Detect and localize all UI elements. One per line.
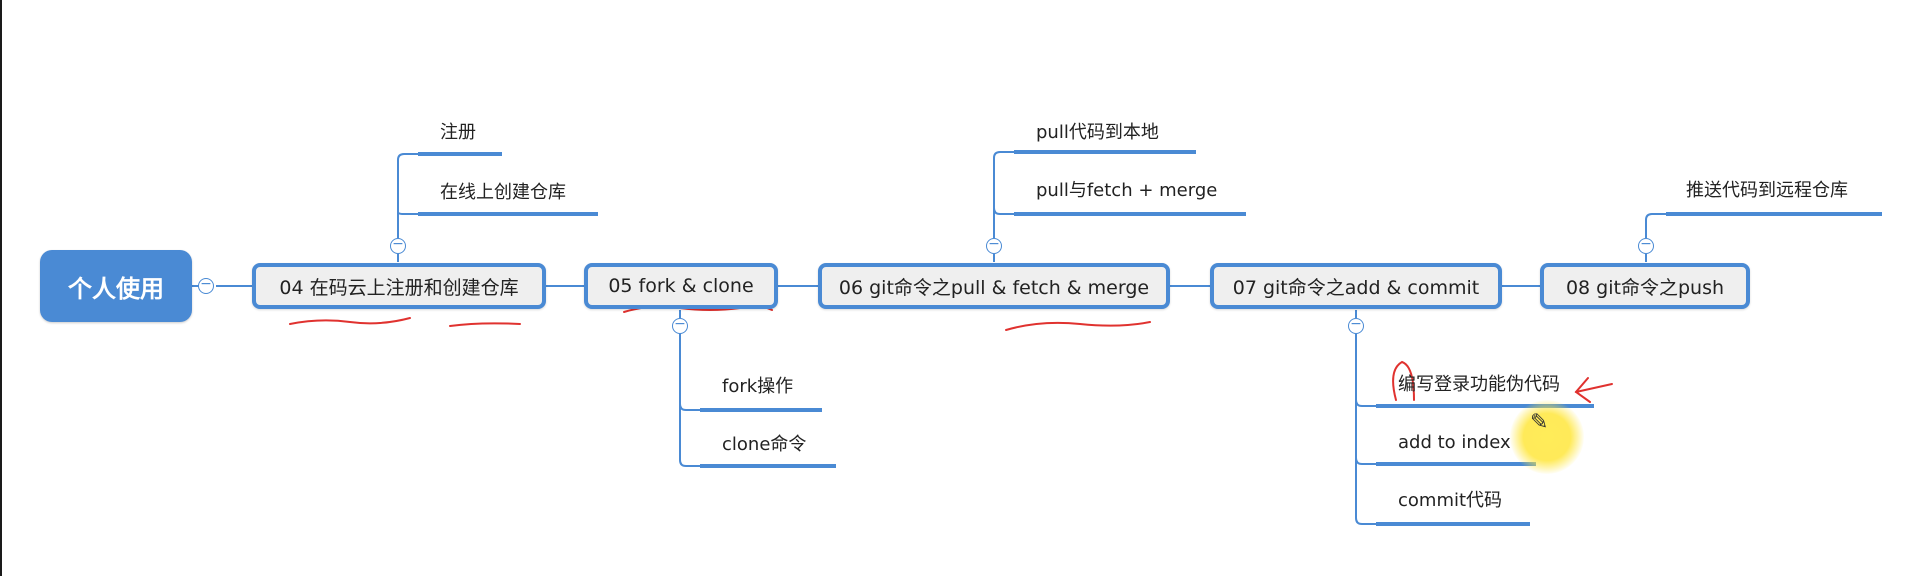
- topic-07-add-commit[interactable]: 07 git命令之add & commit: [1210, 263, 1502, 309]
- leaf-commit-code[interactable]: commit代码: [1398, 490, 1503, 511]
- topic-04-register-create-repo[interactable]: 04 在码云上注册和创建仓库: [252, 263, 546, 309]
- window-edge: [0, 0, 2, 576]
- topic-04-collapse-toggle[interactable]: −: [390, 237, 406, 254]
- topic-06-pull-fetch-merge[interactable]: 06 git命令之pull & fetch & merge: [818, 263, 1170, 309]
- leaf-create-repo-online[interactable]: 在线上创建仓库: [440, 182, 566, 203]
- cursor-highlight: [1510, 400, 1584, 474]
- topic-06-collapse-toggle[interactable]: −: [986, 237, 1002, 254]
- topic-05-fork-clone[interactable]: 05 fork & clone: [584, 263, 778, 309]
- leaf-fork-operation[interactable]: fork操作: [722, 376, 794, 397]
- leaf-pull-to-local[interactable]: pull代码到本地: [1036, 122, 1159, 143]
- leaf-write-login-pseudocode[interactable]: 编写登录功能伪代码: [1398, 374, 1560, 395]
- pencil-cursor-icon: ✎: [1530, 410, 1549, 435]
- topic-08-collapse-toggle[interactable]: −: [1638, 237, 1654, 254]
- topic-07-collapse-toggle[interactable]: −: [1348, 317, 1364, 334]
- root-topic[interactable]: 个人使用: [40, 250, 192, 322]
- topic-05-collapse-toggle[interactable]: −: [672, 317, 688, 334]
- leaf-clone-command[interactable]: clone命令: [722, 434, 807, 455]
- leaf-add-to-index[interactable]: add to index: [1398, 432, 1511, 453]
- topic-08-push[interactable]: 08 git命令之push: [1540, 263, 1750, 309]
- leaf-push-to-remote[interactable]: 推送代码到远程仓库: [1686, 180, 1848, 201]
- leaf-register[interactable]: 注册: [440, 122, 476, 143]
- root-collapse-toggle[interactable]: −: [198, 277, 214, 294]
- leaf-pull-fetch-merge[interactable]: pull与fetch + merge: [1036, 180, 1218, 201]
